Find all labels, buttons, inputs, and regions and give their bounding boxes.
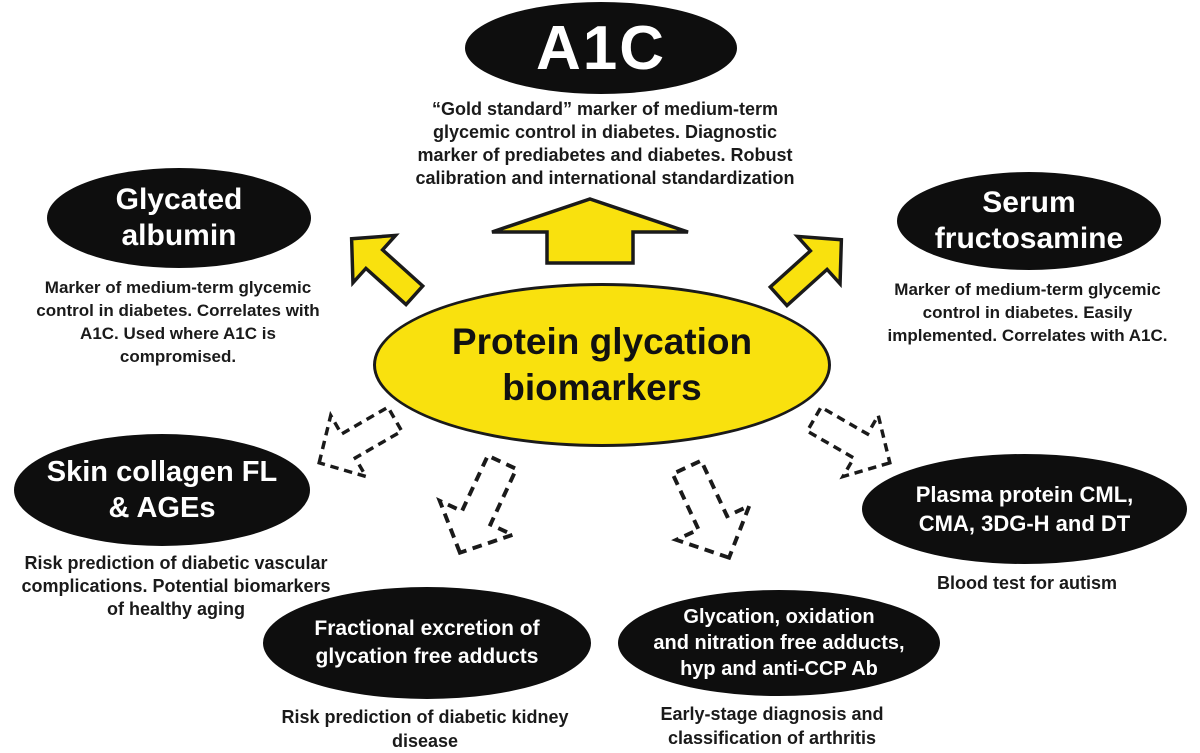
node-skin-collagen-label: Skin collagen FL & AGEs [46,456,278,524]
node-glycated-albumin-label: Glycated albumin [115,183,243,252]
node-fractional-excretion: Fractional excretion of glycation free a… [263,587,591,699]
arrow-up-icon [489,197,691,265]
node-skin-collagen-description: Risk prediction of diabetic vascular com… [21,553,331,619]
node-glycation-oxidation-nitration: Glycation, oxidation and nitration free … [618,590,940,696]
node-fractional-excretion-description: Risk prediction of diabetic kidney disea… [281,707,569,751]
node-serum-fructosamine-label: Serum fructosamine [934,186,1124,255]
node-plasma-protein-description: Blood test for autism [936,573,1117,593]
node-glycated-albumin: Glycated albumin [47,168,311,268]
node-plasma-protein: Plasma protein CML, CMA, 3DG-H and DT [862,454,1187,564]
center-node-label: Protein glycation biomarkers [451,321,753,408]
node-glycation-oxidation-description: Early-stage diagnosis and classification… [660,704,884,748]
node-serum-fructosamine: Serum fructosamine [897,172,1161,270]
dashed-arrow-down-left-icon [417,440,545,574]
node-glycated-albumin-description: Marker of medium-term glycemic control i… [36,278,320,366]
node-a1c: A1C [465,2,737,94]
node-a1c-description: “Gold standard” marker of medium-term gl… [415,99,795,188]
node-protein-glycation-biomarkers: Protein glycation biomarkers [373,283,831,447]
node-plasma-protein-label: Plasma protein CML, CMA, 3DG-H and DT [915,482,1134,536]
node-fractional-excretion-label: Fractional excretion of glycation free a… [314,617,540,668]
node-glycation-oxidation-label: Glycation, oxidation and nitration free … [653,606,905,680]
dashed-arrow-down-left-icon [294,378,420,504]
node-serum-fructosamine-description: Marker of medium-term glycemic control i… [887,280,1168,345]
dashed-arrow-down-right-icon [789,378,915,504]
node-a1c-label: A1C [535,13,667,83]
dashed-arrow-down-right-icon [644,445,772,579]
node-skin-collagen-fl-ages: Skin collagen FL & AGEs [14,434,310,546]
arrow-up-left-icon [324,209,442,326]
arrow-up-right-icon [751,210,869,327]
